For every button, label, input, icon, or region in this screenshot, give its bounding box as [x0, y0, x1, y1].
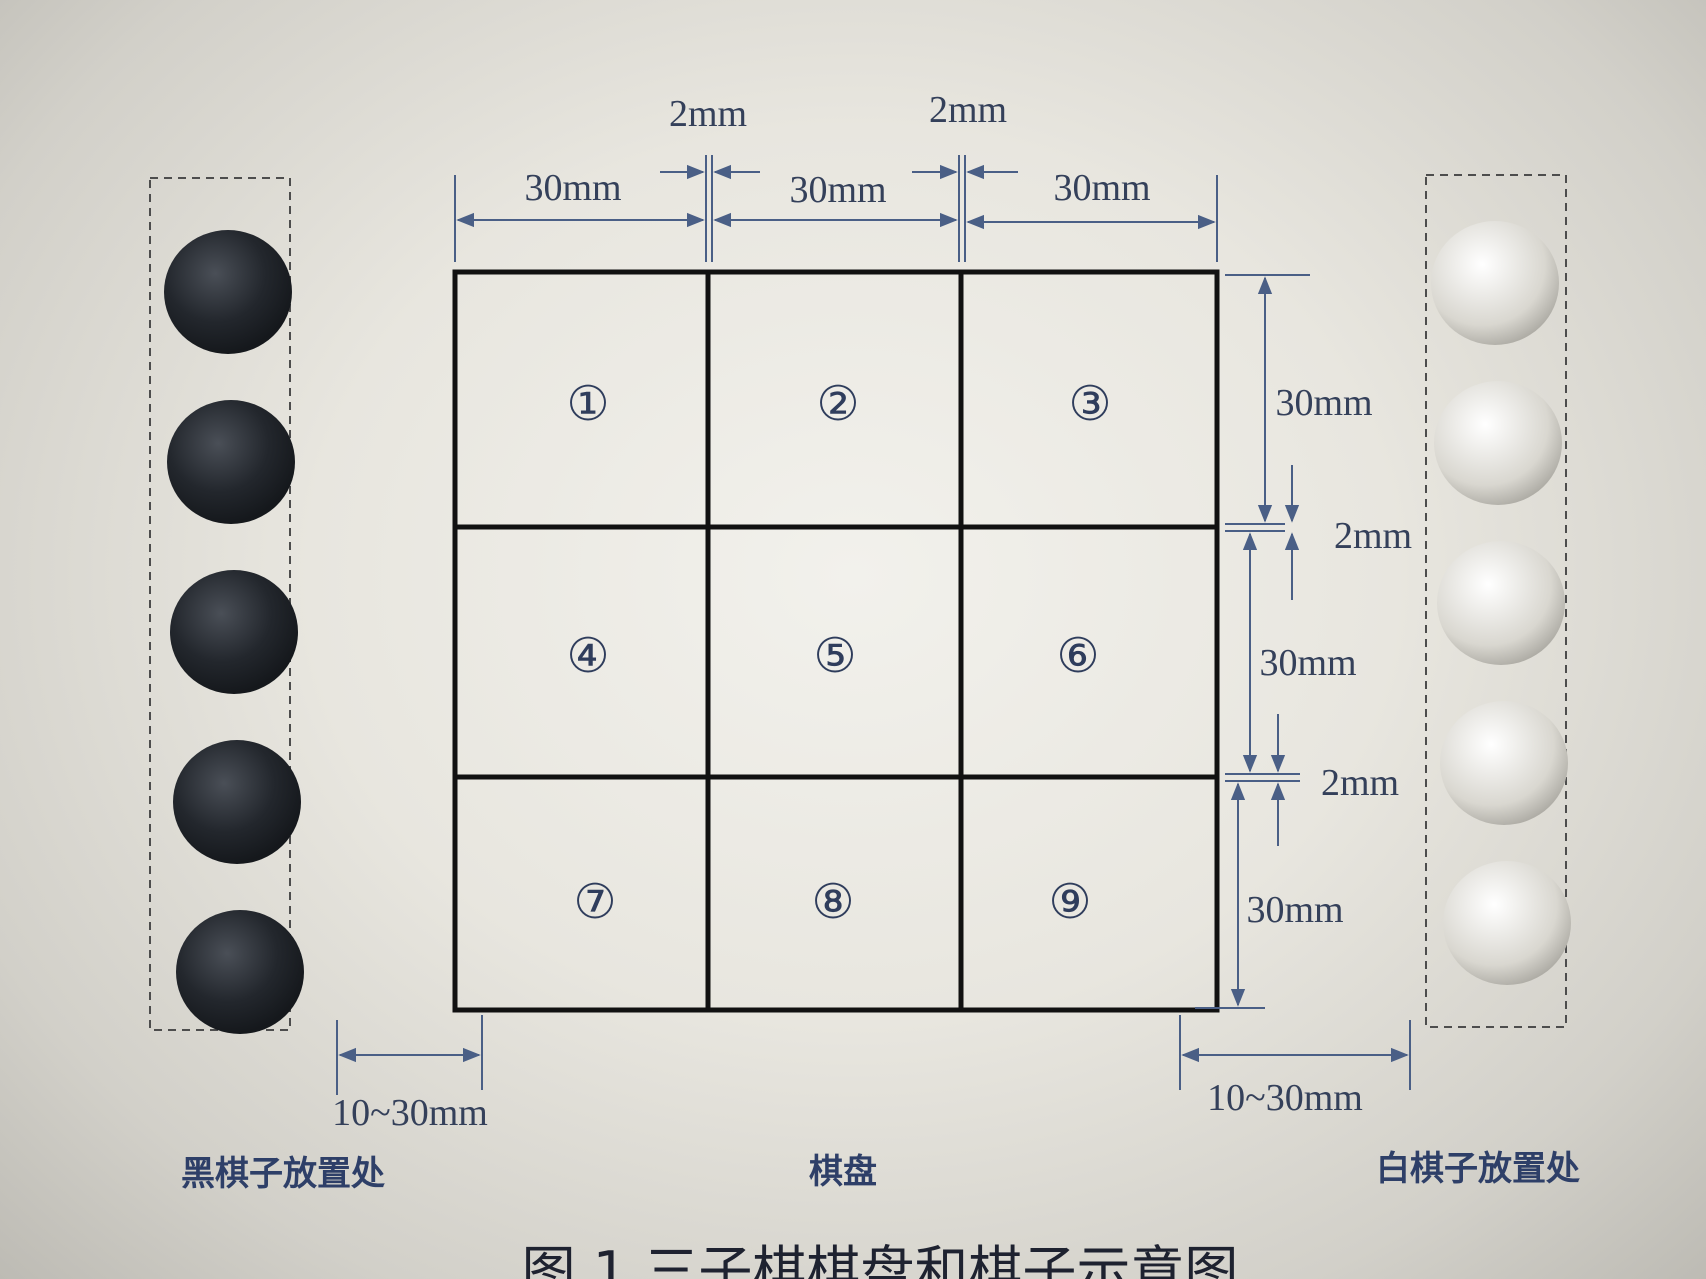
- black-stone-area: [149, 177, 304, 1034]
- bottom-dimensions: [336, 1015, 1411, 1095]
- white-stones: [1431, 221, 1571, 985]
- dim-label-top-col-1: 30mm: [524, 167, 621, 209]
- right-dimensions: [1195, 274, 1310, 1009]
- black-area-caption: 黑棋子放置处: [181, 1154, 385, 1194]
- black-stone-4: [173, 740, 301, 864]
- black-stone-1: [164, 230, 292, 354]
- dim-label-right-gap-2: 2mm: [1321, 762, 1399, 804]
- dim-label-right-row-1: 30mm: [1275, 382, 1372, 424]
- white-stone-5: [1443, 861, 1571, 985]
- cell-label-3: ③: [1068, 376, 1111, 432]
- white-stone-4: [1440, 701, 1568, 825]
- cell-label-1: ①: [566, 376, 609, 432]
- cell-label-9: ⑨: [1048, 874, 1091, 930]
- cell-label-6: ⑥: [1056, 628, 1099, 684]
- cell-label-7: ⑦: [573, 874, 616, 930]
- white-stone-area: [1425, 174, 1571, 1028]
- white-area-caption: 白棋子放置处: [1376, 1149, 1580, 1189]
- cell-label-4: ④: [566, 628, 609, 684]
- black-stone-5: [176, 910, 304, 1034]
- dim-label-top-gap-2: 2mm: [929, 89, 1007, 131]
- white-stone-2: [1434, 381, 1562, 505]
- white-stone-1: [1431, 221, 1559, 345]
- dim-label-right-row-3: 30mm: [1246, 889, 1343, 931]
- dim-label-top-col-3: 30mm: [1053, 167, 1150, 209]
- white-stone-3: [1437, 541, 1565, 665]
- white-area-dashed-frame: [1425, 174, 1567, 1028]
- cell-label-5: ⑤: [813, 628, 856, 684]
- figure-title: 图 1 三子棋棋盘和棋子示意图: [522, 1240, 1239, 1279]
- board: ① ② ③ ④ ⑤ ⑥ ⑦ ⑧ ⑨: [452, 269, 1220, 1013]
- board-caption: 棋盘: [809, 1152, 877, 1192]
- dim-label-top-gap-1: 2mm: [669, 93, 747, 135]
- black-stone-3: [170, 570, 298, 694]
- cell-label-2: ②: [816, 376, 859, 432]
- top-dimensions: [454, 155, 1218, 262]
- black-stones: [164, 230, 304, 1034]
- dim-label-right-gap-1: 2mm: [1334, 515, 1412, 557]
- board-outer-border: [452, 269, 1220, 1013]
- black-stone-2: [167, 400, 295, 524]
- dim-label-top-col-2: 30mm: [789, 169, 886, 211]
- dim-label-margin-left: 10~30mm: [332, 1092, 488, 1134]
- cell-label-8: ⑧: [811, 874, 854, 930]
- dim-label-margin-right: 10~30mm: [1207, 1077, 1363, 1119]
- dim-label-right-row-2: 30mm: [1259, 642, 1356, 684]
